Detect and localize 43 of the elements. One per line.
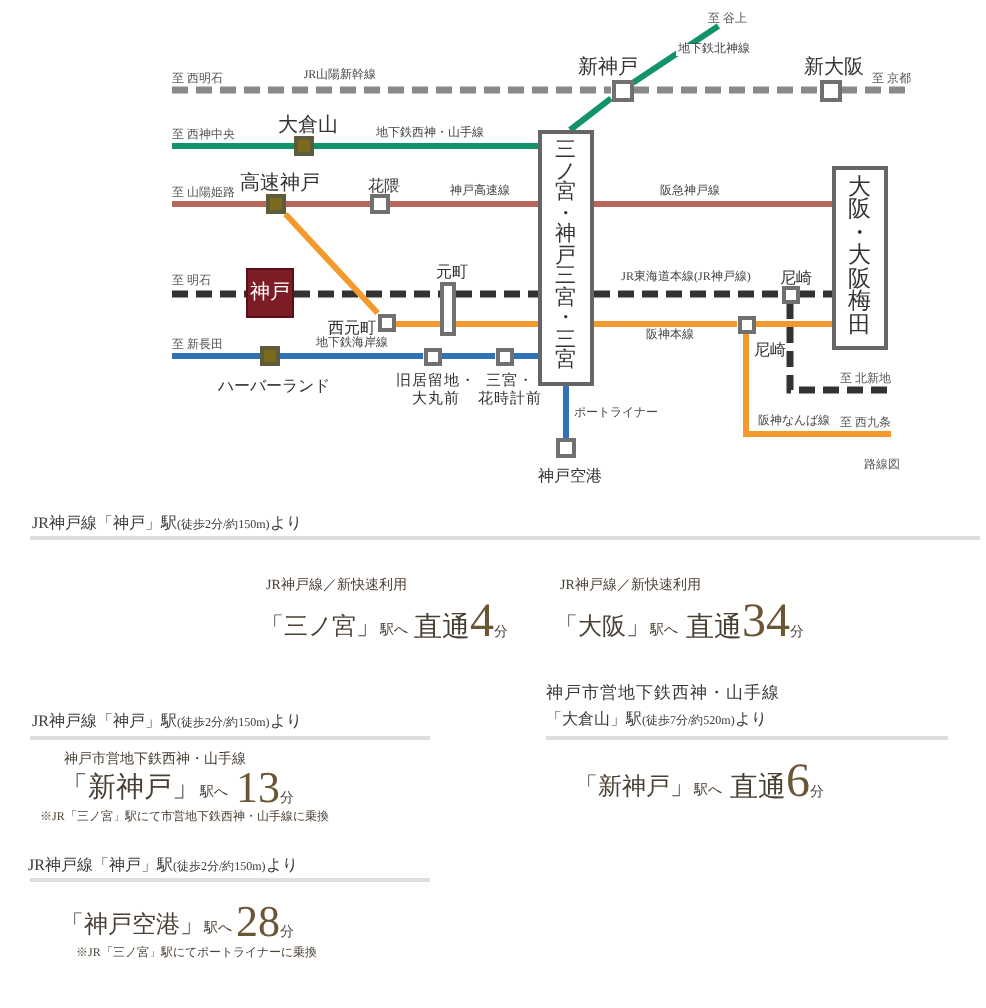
rail-line <box>441 353 495 359</box>
rail-line <box>172 86 611 94</box>
station-name: 花隈 <box>368 176 400 196</box>
station-box: 神戸 <box>246 268 294 318</box>
rail-line <box>633 86 819 94</box>
rail-line <box>456 290 538 298</box>
rail-line <box>172 143 294 149</box>
rail-line <box>743 333 891 437</box>
rail-line <box>283 211 380 316</box>
station-name: 新神戸 <box>578 56 638 80</box>
station-name: 尼崎 <box>780 268 812 288</box>
rail-line <box>286 201 370 207</box>
rail-line <box>395 321 440 327</box>
rail-line <box>280 353 423 359</box>
rail-line <box>568 96 613 133</box>
station-name: 尼崎 <box>754 340 786 360</box>
line-name: 神戸市営地下鉄西神・山手線 <box>546 683 780 701</box>
station-name: ハーバーランド <box>218 376 330 396</box>
rail-line <box>456 321 538 327</box>
rail-line <box>799 290 832 298</box>
station-name: 大倉山 <box>278 114 338 138</box>
rail-line <box>594 321 737 327</box>
station-name: 新大阪 <box>804 56 864 80</box>
rail-line <box>172 353 260 359</box>
rail-line <box>390 201 538 207</box>
station-name: 高速神戸 <box>240 172 320 196</box>
rail-line <box>594 290 781 298</box>
station-box: 三ノ宮・神戸三宮・三宮 <box>538 130 594 386</box>
rail-line <box>563 386 569 438</box>
rail-line <box>755 321 832 327</box>
station-name: 神戸空港 <box>538 466 602 486</box>
station-box: 大阪・大阪梅田 <box>832 166 888 350</box>
rail-line <box>172 201 266 207</box>
rail-line <box>594 201 832 207</box>
station-name: 元町 <box>436 262 468 282</box>
rail-line <box>631 23 721 86</box>
rail-line <box>786 303 891 394</box>
rail-line <box>513 353 538 359</box>
rail-line <box>841 86 911 94</box>
rail-line <box>314 143 538 149</box>
station-name: 西元町 <box>328 318 376 337</box>
rail-line <box>172 290 246 298</box>
rail-line <box>294 290 440 298</box>
